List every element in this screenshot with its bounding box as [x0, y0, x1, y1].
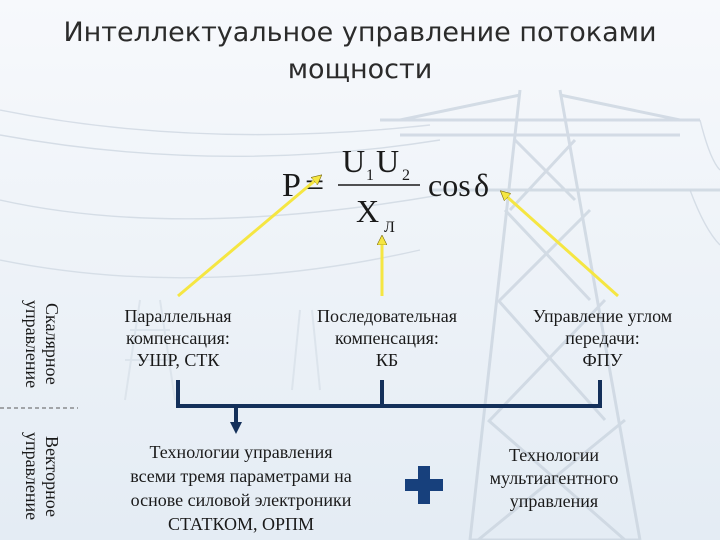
grouping-bracket: [176, 380, 602, 434]
arrow-to-numerator: [177, 178, 318, 298]
formula-sub1: 1: [366, 167, 374, 184]
arrow-to-cos-delta: [504, 194, 620, 298]
title-line-2: мощности: [287, 54, 433, 85]
scalar-control-label: Скалярное управление: [22, 299, 62, 389]
power-formula: P = U 1 U 2 X Л cos δ: [282, 143, 489, 236]
angle-control-box: Управление углом передачи: ФПУ: [532, 306, 673, 370]
formula-cos: cos: [428, 167, 471, 203]
formula-x: X: [356, 193, 379, 229]
multiagent-technology-box: Технологии мультиагентного управления: [489, 445, 619, 511]
series-compensation-box: Последовательная компенсация: КБ: [316, 306, 458, 370]
formula-u2: U: [376, 143, 399, 179]
vector-control-label: Векторное управление: [22, 431, 62, 521]
title-line-1: Интеллектуальное управление потоками: [63, 17, 657, 48]
yellow-arrows: [177, 178, 620, 298]
three-parameter-technology-box: Технологии управления всеми тремя параме…: [130, 442, 352, 534]
page-title: Интеллектуальное управление потоками мощ…: [0, 14, 720, 88]
formula-x-sub: Л: [384, 219, 395, 236]
formula-sub2: 2: [402, 167, 410, 184]
formula-u1: U: [342, 143, 365, 179]
formula-delta: δ: [474, 167, 489, 203]
parallel-compensation-box: Параллельная компенсация: УШР, СТК: [124, 306, 232, 370]
plus-icon: [405, 466, 443, 504]
